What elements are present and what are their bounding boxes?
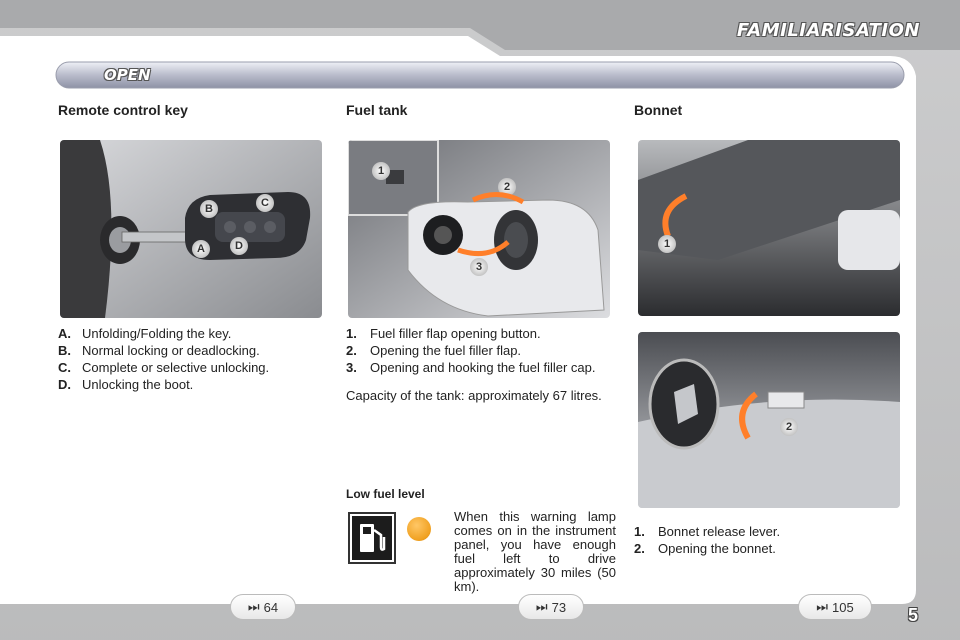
list-item: 2.Opening the fuel filler flap. (346, 343, 522, 358)
callout-c: C (256, 194, 274, 212)
list-item: 1.Fuel filler flap opening button. (346, 326, 541, 341)
list-item: 1.Bonnet release lever. (634, 524, 781, 539)
fuel-capacity-text: Capacity of the tank: approximately 67 l… (346, 388, 602, 403)
chapter-title: FAMILIARISATION (736, 20, 920, 41)
low-fuel-title: Low fuel level (346, 487, 425, 501)
next-page-icon: ⏭ (535, 599, 548, 614)
callout-3: 3 (470, 258, 488, 276)
callout-a: A (192, 240, 210, 258)
list-item: B.Normal locking or deadlocking. (58, 343, 260, 358)
list-item: 3.Opening and hooking the fuel filler ca… (346, 360, 596, 375)
arrow-icon (457, 192, 525, 257)
bonnet-title: Bonnet (634, 102, 683, 118)
list-item: 2.Opening the bonnet. (634, 541, 776, 556)
remote-key-title: Remote control key (58, 102, 188, 118)
bonnet-list: 1.Bonnet release lever. 2.Opening the bo… (634, 524, 900, 558)
page-reference-73[interactable]: ⏭ 73 (518, 594, 584, 620)
callout-bonnet-1: 1 (658, 235, 676, 253)
remote-key-list: A.Unfolding/Folding the key. B.Normal lo… (58, 326, 314, 394)
next-page-icon: ⏭ (816, 599, 828, 614)
callout-b: B (200, 200, 218, 218)
fuel-pump-icon (348, 512, 396, 564)
bonnet-lever-image: 1 (638, 140, 900, 316)
bonnet-opening-image: 2 (638, 332, 900, 508)
fuel-tank-title: Fuel tank (346, 102, 408, 118)
remote-key-image: A B C D (60, 140, 322, 318)
callout-d: D (230, 237, 248, 255)
callout-2: 2 (498, 178, 516, 196)
warning-lamp-icon (407, 517, 431, 541)
callout-bonnet-2: 2 (780, 418, 798, 436)
page-reference-64[interactable]: ⏭ 64 (230, 594, 296, 620)
page-reference-105[interactable]: ⏭ 105 (798, 594, 872, 620)
section-title: OPEN (104, 66, 151, 84)
callout-1: 1 (372, 162, 390, 180)
list-item: D.Unlocking the boot. (58, 377, 194, 392)
list-item: C.Complete or selective unlocking. (58, 360, 270, 375)
next-page-icon: ⏭ (247, 599, 260, 614)
list-item: A.Unfolding/Folding the key. (58, 326, 232, 341)
low-fuel-text: When this warning lamp comes on in the i… (454, 509, 616, 594)
fuel-tank-image: 1 2 3 (348, 140, 610, 318)
page-number: 5 (908, 605, 919, 625)
fuel-tank-list: 1.Fuel filler flap opening button. 2.Ope… (346, 326, 616, 377)
